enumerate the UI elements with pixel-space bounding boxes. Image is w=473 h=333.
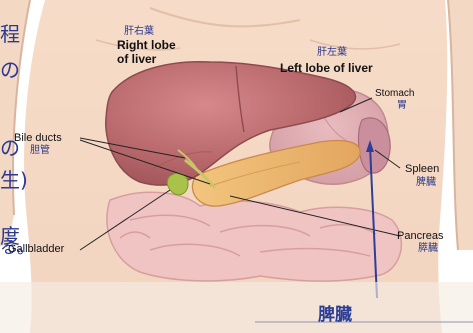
stomach-label-en: Stomach xyxy=(375,89,414,100)
caption-band xyxy=(0,282,473,333)
left-lobe-label-en: Left lobe of liver xyxy=(280,62,373,75)
gallbladder-label-en: Gallbladder xyxy=(8,244,64,256)
right-arm xyxy=(448,0,473,250)
right-lobe-label-jp: 肝右葉 xyxy=(124,27,154,38)
right-lobe-label-en-2: of liver xyxy=(117,53,156,66)
stomach-label-jp: 胃 xyxy=(397,101,407,112)
spleen-label-jp: 脾臓 xyxy=(416,178,436,189)
bile-ducts-label-en: Bile ducts xyxy=(14,133,62,145)
side-text-1: 程 xyxy=(0,24,20,44)
caption-spleen: 脾臓 xyxy=(318,300,352,325)
spleen xyxy=(359,118,391,173)
bile-ducts-label-jp: 胆管 xyxy=(30,146,50,157)
spleen-label-en: Spleen xyxy=(405,164,439,176)
right-lobe-label-en-1: Right lobe xyxy=(117,39,176,52)
pancreas-label-jp: 膵臓 xyxy=(418,244,438,255)
pancreas-label-en: Pancreas xyxy=(397,231,443,243)
side-text-4: 生) xyxy=(0,170,28,190)
left-lobe-label-jp: 肝左葉 xyxy=(317,48,347,59)
side-text-2: の xyxy=(0,60,20,80)
